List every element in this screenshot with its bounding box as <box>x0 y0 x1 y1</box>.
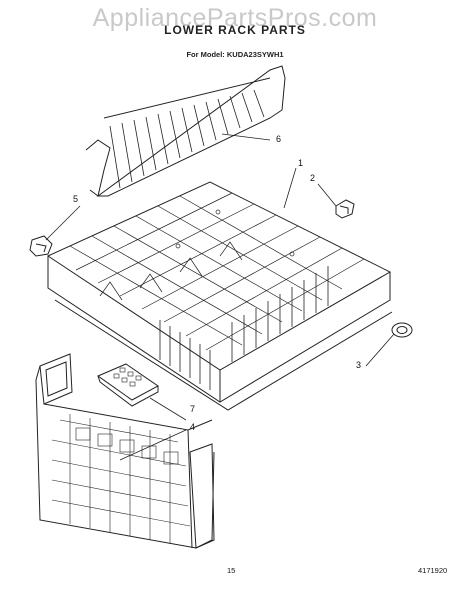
page-title: LOWER RACK PARTS <box>164 23 306 37</box>
callout-1: 1 <box>298 158 304 168</box>
document-number: 4171920 <box>418 566 448 575</box>
part-1-rack-basket <box>46 181 393 411</box>
model-line: For Model: KUDA23SYWH1 <box>186 50 284 59</box>
part-6-divider <box>85 65 286 197</box>
part-5-clip <box>29 235 53 257</box>
callout-3: 3 <box>356 360 362 370</box>
page-number: 15 <box>227 566 236 575</box>
watermark: AppliancePartsPros.com <box>92 4 378 32</box>
callout-2: 2 <box>310 173 316 183</box>
part-7-cover <box>96 363 159 407</box>
callout-5: 5 <box>73 194 79 204</box>
leader-lines <box>45 133 395 461</box>
part-4-silverware-basket <box>35 353 215 549</box>
part-3-wheel <box>391 322 413 338</box>
callout-4: 4 <box>190 422 196 432</box>
part-2-clip <box>335 199 355 219</box>
callout-6: 6 <box>276 134 282 144</box>
callout-7: 7 <box>190 404 196 414</box>
